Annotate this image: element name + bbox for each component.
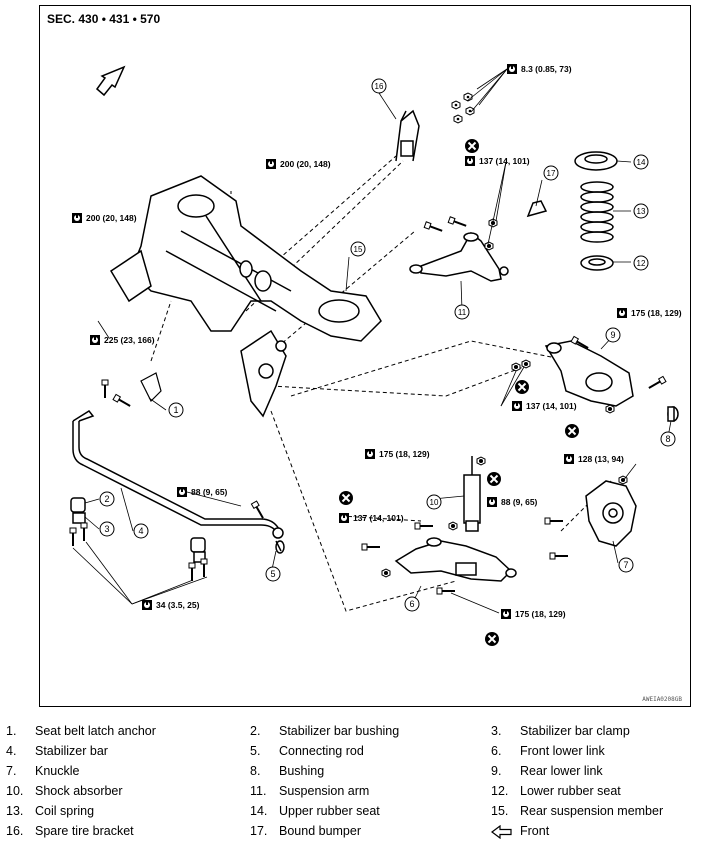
bushing xyxy=(667,406,679,422)
callout-6: 6 xyxy=(409,599,414,609)
callout-14: 14 xyxy=(637,158,646,167)
torque-wrench-icon xyxy=(72,213,82,223)
connecting-rod xyxy=(272,527,285,554)
rear-lower-link xyxy=(511,335,667,414)
callout-leaders xyxy=(72,68,672,614)
callout-16: 16 xyxy=(375,82,384,91)
do-not-reuse-icon xyxy=(486,471,502,487)
callout-7: 7 xyxy=(623,560,628,570)
callout-17: 17 xyxy=(547,169,556,178)
do-not-reuse-icon xyxy=(564,423,580,439)
front-direction-arrow-icon xyxy=(95,65,126,97)
torque-wrench-icon xyxy=(365,449,375,459)
section-reference: SEC. 430 • 431 • 570 xyxy=(47,12,161,26)
torque-12: 137 (14, 101) xyxy=(353,513,404,523)
torque-8: 175 (18, 129) xyxy=(379,449,430,459)
torque-wrench-icon xyxy=(512,401,522,411)
torque-6: 225 (23, 166) xyxy=(104,335,155,345)
torque-wrench-icon xyxy=(617,308,627,318)
callout-11: 11 xyxy=(458,308,467,317)
exploded-view-diagram: SEC. 430 • 431 • 570 xyxy=(39,5,691,707)
nuts xyxy=(451,92,475,124)
callout-12: 12 xyxy=(637,259,646,268)
torque-wrench-icon xyxy=(90,335,100,345)
callout-9: 9 xyxy=(610,330,615,340)
stabilizer-bushing-clamps xyxy=(69,497,267,582)
torque-labels: 8.3 (0.85, 73) 200 (20, 148) 137 (14, 10… xyxy=(72,64,682,619)
torque-9: 128 (13, 94) xyxy=(578,454,624,464)
callout-5: 5 xyxy=(270,569,275,579)
coil-spring-assembly xyxy=(574,151,618,271)
parts-illustration: 1 2 3 4 5 6 7 8 9 10 11 12 13 14 15 16 1… xyxy=(69,64,682,647)
suspension-arm xyxy=(409,215,509,282)
callout-1: 1 xyxy=(173,405,178,415)
do-not-reuse-icon xyxy=(484,631,500,647)
torque-13: 34 (3.5, 25) xyxy=(156,600,200,610)
callout-circles xyxy=(99,78,676,612)
torque-3: 137 (14, 101) xyxy=(479,156,530,166)
callout-15: 15 xyxy=(354,245,363,254)
torque-wrench-icon xyxy=(507,64,517,74)
rear-suspension-member xyxy=(109,175,382,418)
torque-14: 175 (18, 129) xyxy=(515,609,566,619)
do-not-reuse-icon xyxy=(514,379,530,395)
torque-2: 200 (20, 148) xyxy=(280,159,331,169)
torque-wrench-icon xyxy=(142,600,152,610)
torque-wrench-icon xyxy=(339,513,349,523)
spare-tire-bracket xyxy=(395,109,420,162)
seat-belt-latch-anchor xyxy=(101,372,162,410)
callout-4: 4 xyxy=(138,526,143,536)
callout-13: 13 xyxy=(637,207,646,216)
callout-numbers: 1 2 3 4 5 6 7 8 9 10 11 12 13 14 15 16 1… xyxy=(104,82,670,609)
callout-2: 2 xyxy=(104,494,109,504)
torque-wrench-icon xyxy=(487,497,497,507)
torque-wrench-icon xyxy=(564,454,574,464)
torque-10: 88 (9, 65) xyxy=(191,487,228,497)
torque-7: 137 (14, 101) xyxy=(526,401,577,411)
knuckle xyxy=(544,475,637,560)
torque-wrench-icon xyxy=(465,156,475,166)
front-lower-link xyxy=(361,521,517,595)
torque-1: 8.3 (0.85, 73) xyxy=(521,64,572,74)
torque-4: 200 (20, 148) xyxy=(86,213,137,223)
callout-3: 3 xyxy=(104,524,109,534)
stabilizer-bar xyxy=(72,410,280,532)
torque-wrench-icon xyxy=(501,609,511,619)
callout-8: 8 xyxy=(665,434,670,444)
torque-wrench-icon xyxy=(177,487,187,497)
bound-bumper xyxy=(526,200,548,218)
front-arrow-icon xyxy=(491,825,512,839)
torque-5: 175 (18, 129) xyxy=(631,308,682,318)
do-not-reuse-icon xyxy=(338,490,354,506)
image-code: AWEIA0208GB xyxy=(642,696,682,703)
do-not-reuse-icon xyxy=(464,138,480,154)
callout-10: 10 xyxy=(430,498,439,507)
shock-absorber xyxy=(463,456,486,532)
parts-legend: 1.Seat belt latch anchor 2.Stabilizer ba… xyxy=(6,724,664,839)
torque-11: 88 (9, 65) xyxy=(501,497,538,507)
torque-wrench-icon xyxy=(266,159,276,169)
